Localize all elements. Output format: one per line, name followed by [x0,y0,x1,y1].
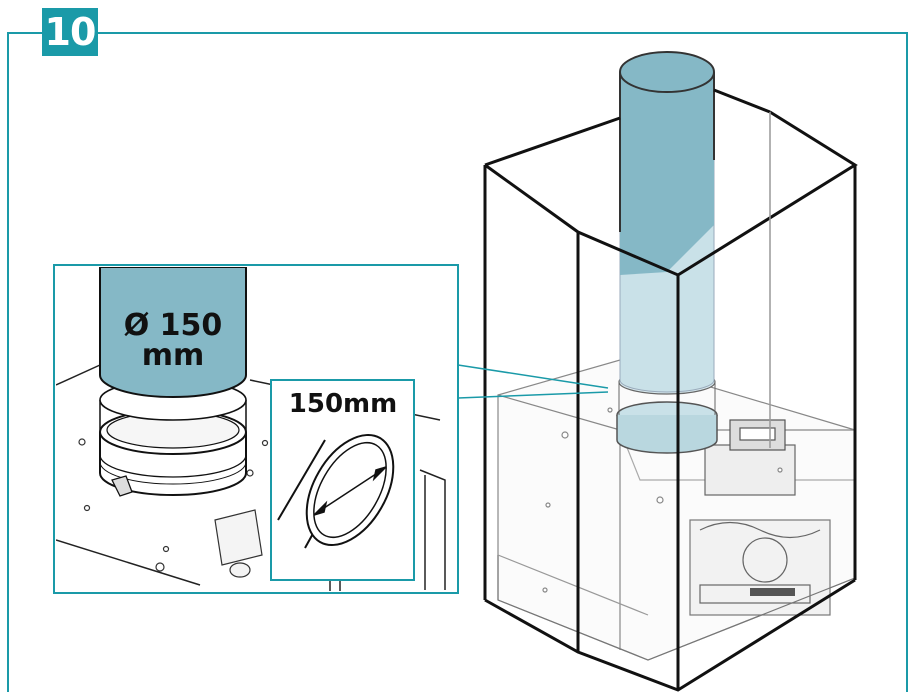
duct-unit-label: mm [142,338,205,373]
callout-pointer [457,364,609,399]
measure-arrow [313,466,387,516]
detail-inset: Ø 150 mm 150mm [53,264,459,594]
step-frame [7,32,908,692]
hood-assembly [483,51,858,692]
chimney-cover [483,88,858,692]
collar-detail [99,379,247,497]
step-number-badge: 10 [42,8,98,56]
duct-diameter-label: Ø 150 [124,308,223,343]
exhaust-duct [619,51,715,393]
ring-diameter-label: 150mm [289,389,397,419]
duct-detail [99,267,247,398]
ring-measure-inset: 150mm [270,379,415,581]
